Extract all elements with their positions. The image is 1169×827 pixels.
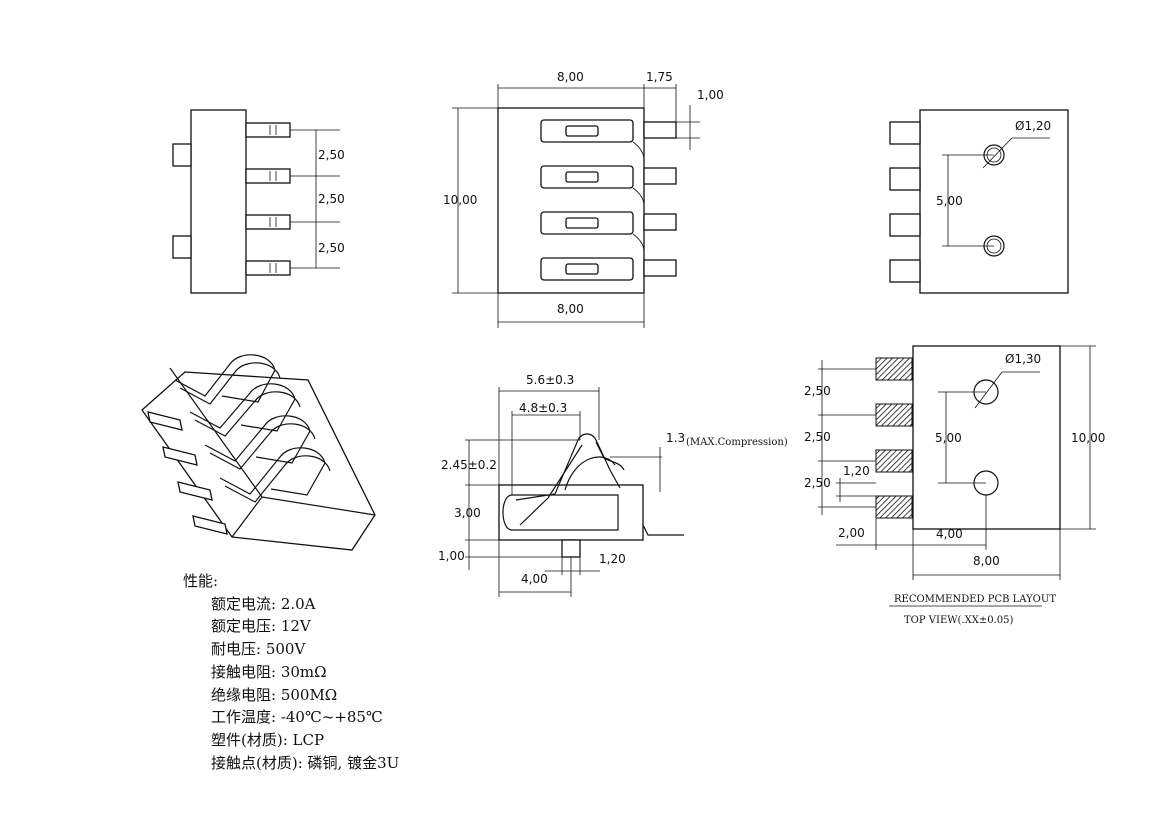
front-top-total: 8,00 — [557, 70, 584, 84]
front-dimensions — [452, 84, 700, 328]
pcb-hole-spacing: 5,00 — [935, 431, 962, 445]
pcb-pitch-1: 2,50 — [804, 384, 831, 398]
section-boss-pos: 4,00 — [521, 572, 548, 586]
pcb-pitch-2: 2,50 — [804, 430, 831, 444]
section-pin-w: 1,20 — [599, 552, 626, 566]
front-pin-d: 1,00 — [697, 88, 724, 102]
pcb-hole-x: 4,00 — [936, 527, 963, 541]
pcb-pitch-3: 2,50 — [804, 476, 831, 490]
spec-title: 性能: — [183, 572, 219, 590]
pcb-pads — [875, 357, 913, 519]
pcb-caption-2: TOP VIEW(.XX±0.05) — [904, 615, 1013, 626]
side-view: 2,50 2,50 2,50 — [172, 109, 345, 294]
front-pins — [643, 121, 677, 277]
spec-list: 性能: 额定电流: 2.0A 额定电压: 12V 耐电压: 500V 接触电阻:… — [183, 570, 399, 774]
front-bottom-total: 8,00 — [557, 302, 584, 316]
section-body-h: 3,00 — [454, 506, 481, 520]
spec-insulation-resistance: 绝缘电阻: 500MΩ — [211, 685, 338, 704]
front-top-pin: 1,75 — [646, 70, 673, 84]
section-dimensions — [465, 387, 662, 597]
rear-hole-spacing: 5,00 — [936, 194, 963, 208]
front-view: 8,00 1,75 1,00 10,00 8,00 — [443, 70, 724, 328]
iso-contacts — [174, 354, 331, 503]
isometric-view — [141, 354, 376, 551]
pcb-hole-d: Ø1,30 — [1005, 352, 1041, 366]
spec-contact-resistance: 接触电阻: 30mΩ — [211, 662, 327, 681]
pcb-pad-w: 1,20 — [843, 464, 870, 478]
side-pitch-2: 2,50 — [318, 192, 345, 206]
rear-view: Ø1,20 5,00 — [889, 109, 1069, 294]
rear-hole-d: Ø1,20 — [1015, 119, 1051, 133]
pcb-caption-1: RECOMMENDED PCB LAYOUT — [894, 594, 1056, 605]
iso-pins — [147, 411, 228, 535]
spec-operating-temperature: 工作温度: -40℃~+85℃ — [211, 708, 383, 727]
pcb-pad-len: 2,00 — [838, 526, 865, 540]
front-contacts — [540, 119, 645, 281]
spec-contact-material: 接触点(材质): 磷铜, 镀金3U — [211, 753, 400, 772]
section-boss-h: 1,00 — [438, 549, 465, 563]
spec-housing-material: 塑件(材质): LCP — [211, 730, 325, 749]
section-spring-h: 2.45±0.2 — [441, 458, 497, 472]
pcb-dimensions — [818, 345, 1096, 580]
spec-rated-voltage: 额定电压: 12V — [211, 617, 311, 636]
side-dimensions — [290, 129, 340, 269]
pcb-layout: Ø1,30 2,50 2,50 1,20 2,50 5,00 10,00 2,0… — [804, 345, 1105, 626]
section-compression-note: (MAX.Compression) — [686, 437, 788, 448]
side-pitch-1: 2,50 — [318, 148, 345, 162]
section-width-outer: 5.6±0.3 — [526, 373, 574, 387]
spec-withstand-voltage: 耐电压: 500V — [211, 640, 306, 659]
side-pins — [245, 122, 291, 276]
front-height: 10,00 — [443, 193, 477, 207]
section-width-inner: 4.8±0.3 — [519, 401, 567, 415]
side-pitch-3: 2,50 — [318, 241, 345, 255]
pcb-width: 8,00 — [973, 554, 1000, 568]
spec-rated-current: 额定电流: 2.0A — [211, 594, 316, 613]
section-compression: 1.3 — [666, 431, 685, 445]
section-view: 5.6±0.3 4.8±0.3 1.3 (MAX.Compression) 2.… — [438, 373, 788, 597]
pcb-height: 10,00 — [1071, 431, 1105, 445]
